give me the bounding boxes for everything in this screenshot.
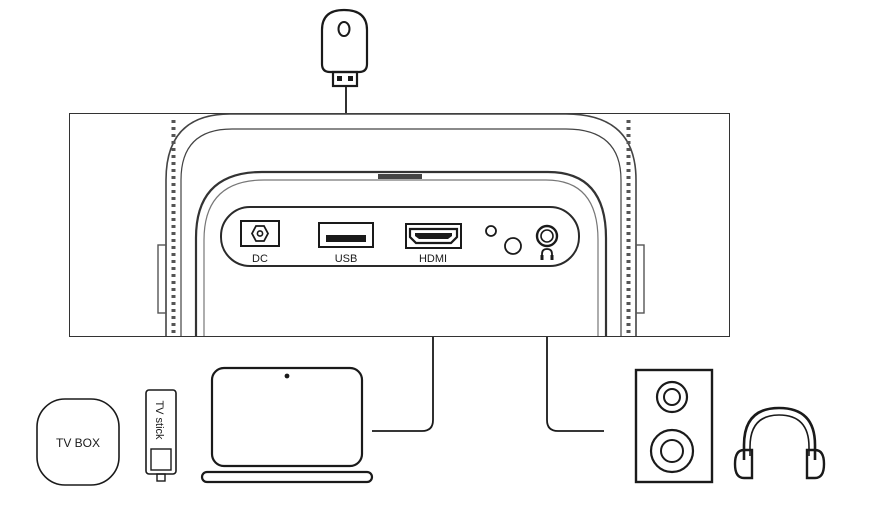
dc-port: DC — [240, 220, 280, 265]
indicator-hole — [485, 225, 497, 237]
port-plate — [220, 206, 580, 267]
tv-stick-label: TV stick — [153, 400, 165, 440]
headphones-icon — [733, 406, 826, 480]
hdmi-cable — [372, 252, 434, 432]
tv-box-label: TV BOX — [56, 436, 100, 450]
tv-stick-icon: TV stick — [145, 389, 177, 482]
usb-port: USB — [318, 222, 374, 265]
hdmi-port: HDMI — [405, 223, 462, 265]
dc-port-label: DC — [252, 253, 268, 265]
tv-box-icon: TV BOX — [36, 398, 120, 486]
audio-port-group — [485, 224, 559, 260]
usb-port-label: USB — [335, 253, 358, 265]
device-rear-panel — [69, 113, 730, 337]
hdmi-port-label: HDMI — [419, 253, 447, 265]
audio-cable — [546, 262, 604, 432]
usb-drive-icon — [320, 8, 369, 88]
headphone-jack-icon — [540, 248, 554, 260]
laptop-icon — [200, 366, 374, 484]
reset-button — [504, 237, 522, 255]
speaker-icon — [634, 368, 714, 484]
audio-jack — [535, 224, 559, 248]
